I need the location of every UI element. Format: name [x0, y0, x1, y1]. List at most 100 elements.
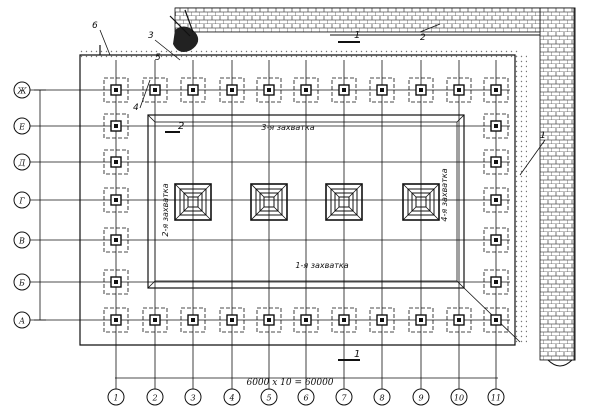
- axis-letter-bubble: В: [13, 231, 31, 249]
- zahvatka-right-label: 4-я захватка: [440, 168, 449, 221]
- axis-number-label: 11: [491, 394, 501, 403]
- interior-footings: [174, 183, 440, 221]
- column-footing: [483, 113, 509, 139]
- axis-number-bubble: 2: [146, 388, 164, 406]
- axis-number-bubble: 4: [223, 388, 241, 406]
- axis-letter-label: В: [18, 237, 25, 246]
- axis-number-bubble: 7: [335, 388, 353, 406]
- column-footing: [219, 307, 245, 333]
- column-footing: [408, 307, 434, 333]
- excavation-outline: [79, 45, 527, 346]
- axis-number-bubble: 8: [373, 388, 391, 406]
- interior-footing: [402, 183, 440, 221]
- axis-letter-bubble: А: [13, 311, 31, 329]
- column-footing: [483, 149, 509, 175]
- axis-number-label: 2: [151, 394, 157, 403]
- axis-number-label: 7: [341, 394, 347, 403]
- interior-footing: [174, 183, 212, 221]
- zahvatka-left-label: 2-я захватка: [161, 183, 170, 236]
- column-footing: [103, 149, 129, 175]
- formwork-strip: [174, 7, 576, 367]
- column-footing: [483, 269, 509, 295]
- section-mark-top-label: 1: [354, 30, 360, 41]
- axis-letter-label: Б: [18, 279, 25, 288]
- section-mark-1-bottom: 1: [338, 349, 360, 361]
- axis-letter-bubble: Б: [13, 273, 31, 291]
- interior-footing: [250, 183, 288, 221]
- axis-number-label: 6: [303, 394, 308, 403]
- column-footing: [369, 307, 395, 333]
- axis-number-label: 9: [418, 394, 423, 403]
- column-footing: [103, 187, 129, 213]
- column-footing: [103, 113, 129, 139]
- zahvatka-bottom-label: 1-я захватка: [295, 261, 348, 270]
- column-footing: [256, 77, 282, 103]
- column-footing: [103, 227, 129, 253]
- axis-number-bubble: 6: [297, 388, 315, 406]
- axis-number-bubble: 5: [260, 388, 278, 406]
- section-mark-2-label: 2: [178, 121, 184, 132]
- section-mark-1-top: 1: [338, 30, 360, 43]
- axis-letter-bubble: Д: [13, 153, 31, 171]
- section-mark-2: 2: [165, 121, 184, 133]
- axis-number-bubble: 10: [450, 388, 468, 406]
- column-footing: [103, 307, 129, 333]
- crane-sketch: [169, 9, 199, 52]
- column-footing: [103, 77, 129, 103]
- bottom-dimension-chain: 6000 x 10 = 60000: [115, 377, 498, 388]
- axis-number-label: 4: [228, 394, 234, 403]
- column-footing: [483, 227, 509, 253]
- axis-number-bubble: 11: [487, 388, 505, 406]
- axis-number-label: 5: [266, 394, 271, 403]
- column-footing: [256, 307, 282, 333]
- column-footing: [219, 77, 245, 103]
- column-footing: [142, 307, 168, 333]
- column-footing: [408, 77, 434, 103]
- section-mark-bottom-label: 1: [354, 349, 360, 360]
- column-footing: [483, 187, 509, 213]
- column-footing: [369, 77, 395, 103]
- column-footing: [446, 77, 472, 103]
- axis-letter-bubble: Г: [13, 191, 31, 209]
- column-footing: [293, 307, 319, 333]
- column-footing: [180, 77, 206, 103]
- column-footing: [293, 77, 319, 103]
- callout-2: 2: [420, 33, 426, 43]
- axis-letter-label: Е: [18, 123, 25, 132]
- column-footing: [331, 307, 357, 333]
- axis-number-label: 1: [113, 394, 118, 403]
- callout-5: 5: [155, 53, 161, 63]
- axis-letter-bubble: Е: [13, 117, 31, 135]
- column-footing: [446, 307, 472, 333]
- overall-dimension: 6000 x 10 = 60000: [246, 378, 333, 388]
- column-footing: [142, 77, 168, 103]
- axis-letter-label: Г: [18, 197, 25, 206]
- axis-number-bubble: 3: [184, 388, 202, 406]
- column-footing: [483, 307, 509, 333]
- axis-grid-lines: [30, 60, 510, 392]
- axis-markers: 1 2 3 4 5 6 7 8 9 10 11 Ж Е Д Г В Б А: [13, 81, 505, 406]
- axis-letter-bubble: Ж: [13, 81, 31, 99]
- axis-number-label: 8: [379, 394, 384, 403]
- column-footing: [331, 77, 357, 103]
- axis-number-label: 3: [190, 394, 195, 403]
- axis-letter-label: Ж: [17, 87, 28, 96]
- axis-number-bubble: 9: [412, 388, 430, 406]
- callout-4: 4: [133, 103, 139, 113]
- callout-6: 6: [92, 21, 98, 31]
- callout-1: 1: [540, 131, 546, 141]
- callouts: 1 2 3 4 5 6: [92, 21, 546, 176]
- left-dimension-chain: [34, 89, 46, 321]
- column-footing: [180, 307, 206, 333]
- axis-number-bubble: 1: [107, 388, 125, 406]
- callout-3: 3: [148, 31, 154, 41]
- axis-number-label: 10: [454, 394, 464, 403]
- column-footing: [483, 77, 509, 103]
- axis-letter-label: А: [18, 317, 25, 326]
- column-footings: [103, 77, 509, 333]
- zahvatka-top-label: 3-я захватка: [261, 123, 314, 132]
- column-footing: [103, 269, 129, 295]
- interior-footing: [325, 183, 363, 221]
- axis-letter-label: Д: [18, 159, 26, 168]
